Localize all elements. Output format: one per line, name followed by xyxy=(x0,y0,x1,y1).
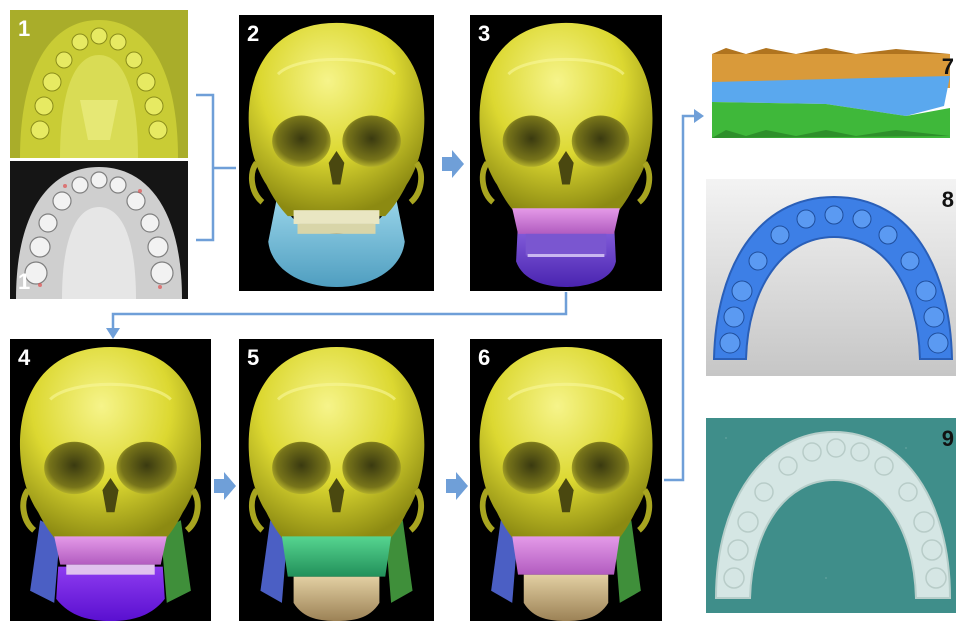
panel-1-grey-scan: 1 xyxy=(10,161,188,299)
panel-1-yellow-scan: 1 xyxy=(10,10,188,158)
panel-4-mandible-planned: 4 xyxy=(10,339,211,621)
bracket-connector-icon xyxy=(196,95,213,240)
flow-arrow-icon xyxy=(442,150,464,178)
panel-number-7: 7 xyxy=(942,54,954,80)
panel-number-3: 3 xyxy=(478,21,490,47)
flow-arrow-icon xyxy=(106,328,120,339)
panel-number-1: 1 xyxy=(18,16,30,42)
printed-clear-splint-photo xyxy=(706,418,956,613)
flow-arrow-icon xyxy=(446,472,468,500)
skull-model-planned-mandible xyxy=(10,339,211,621)
panel-7-splint-fitting: 7 xyxy=(706,46,956,138)
panel-number-2: 2 xyxy=(247,21,259,47)
skull-model-original xyxy=(239,15,434,291)
flow-arrow-icon xyxy=(694,109,704,123)
panel-9-printed-splint: 9 xyxy=(706,418,956,613)
panel-6-final-position: 6 xyxy=(470,339,662,621)
yellow-dental-cast-image xyxy=(10,10,188,158)
skull-model-intermediate xyxy=(239,339,434,621)
panel-number-8: 8 xyxy=(942,187,954,213)
occlusal-splint-between-arches xyxy=(706,46,956,138)
skull-model-maxilla-moved xyxy=(470,15,662,291)
panel-number-6: 6 xyxy=(478,345,490,371)
flow-arrow-icon xyxy=(214,472,236,500)
panel-number-1-lower: 1 xyxy=(18,269,30,295)
connector-6-to-7 xyxy=(664,116,698,480)
grey-dental-cast-image xyxy=(10,161,188,299)
panel-number-9: 9 xyxy=(942,426,954,452)
panel-3-maxilla-segment: 3 xyxy=(470,15,662,291)
panel-number-4: 4 xyxy=(18,345,30,371)
panel-2-original-skull: 2 xyxy=(239,15,434,291)
panel-8-digital-wafer: 8 xyxy=(706,179,956,376)
panel-number-5: 5 xyxy=(247,345,259,371)
skull-model-final xyxy=(470,339,662,621)
panel-5-intermediate-splint: 5 xyxy=(239,339,434,621)
digital-splint-model xyxy=(706,179,956,376)
